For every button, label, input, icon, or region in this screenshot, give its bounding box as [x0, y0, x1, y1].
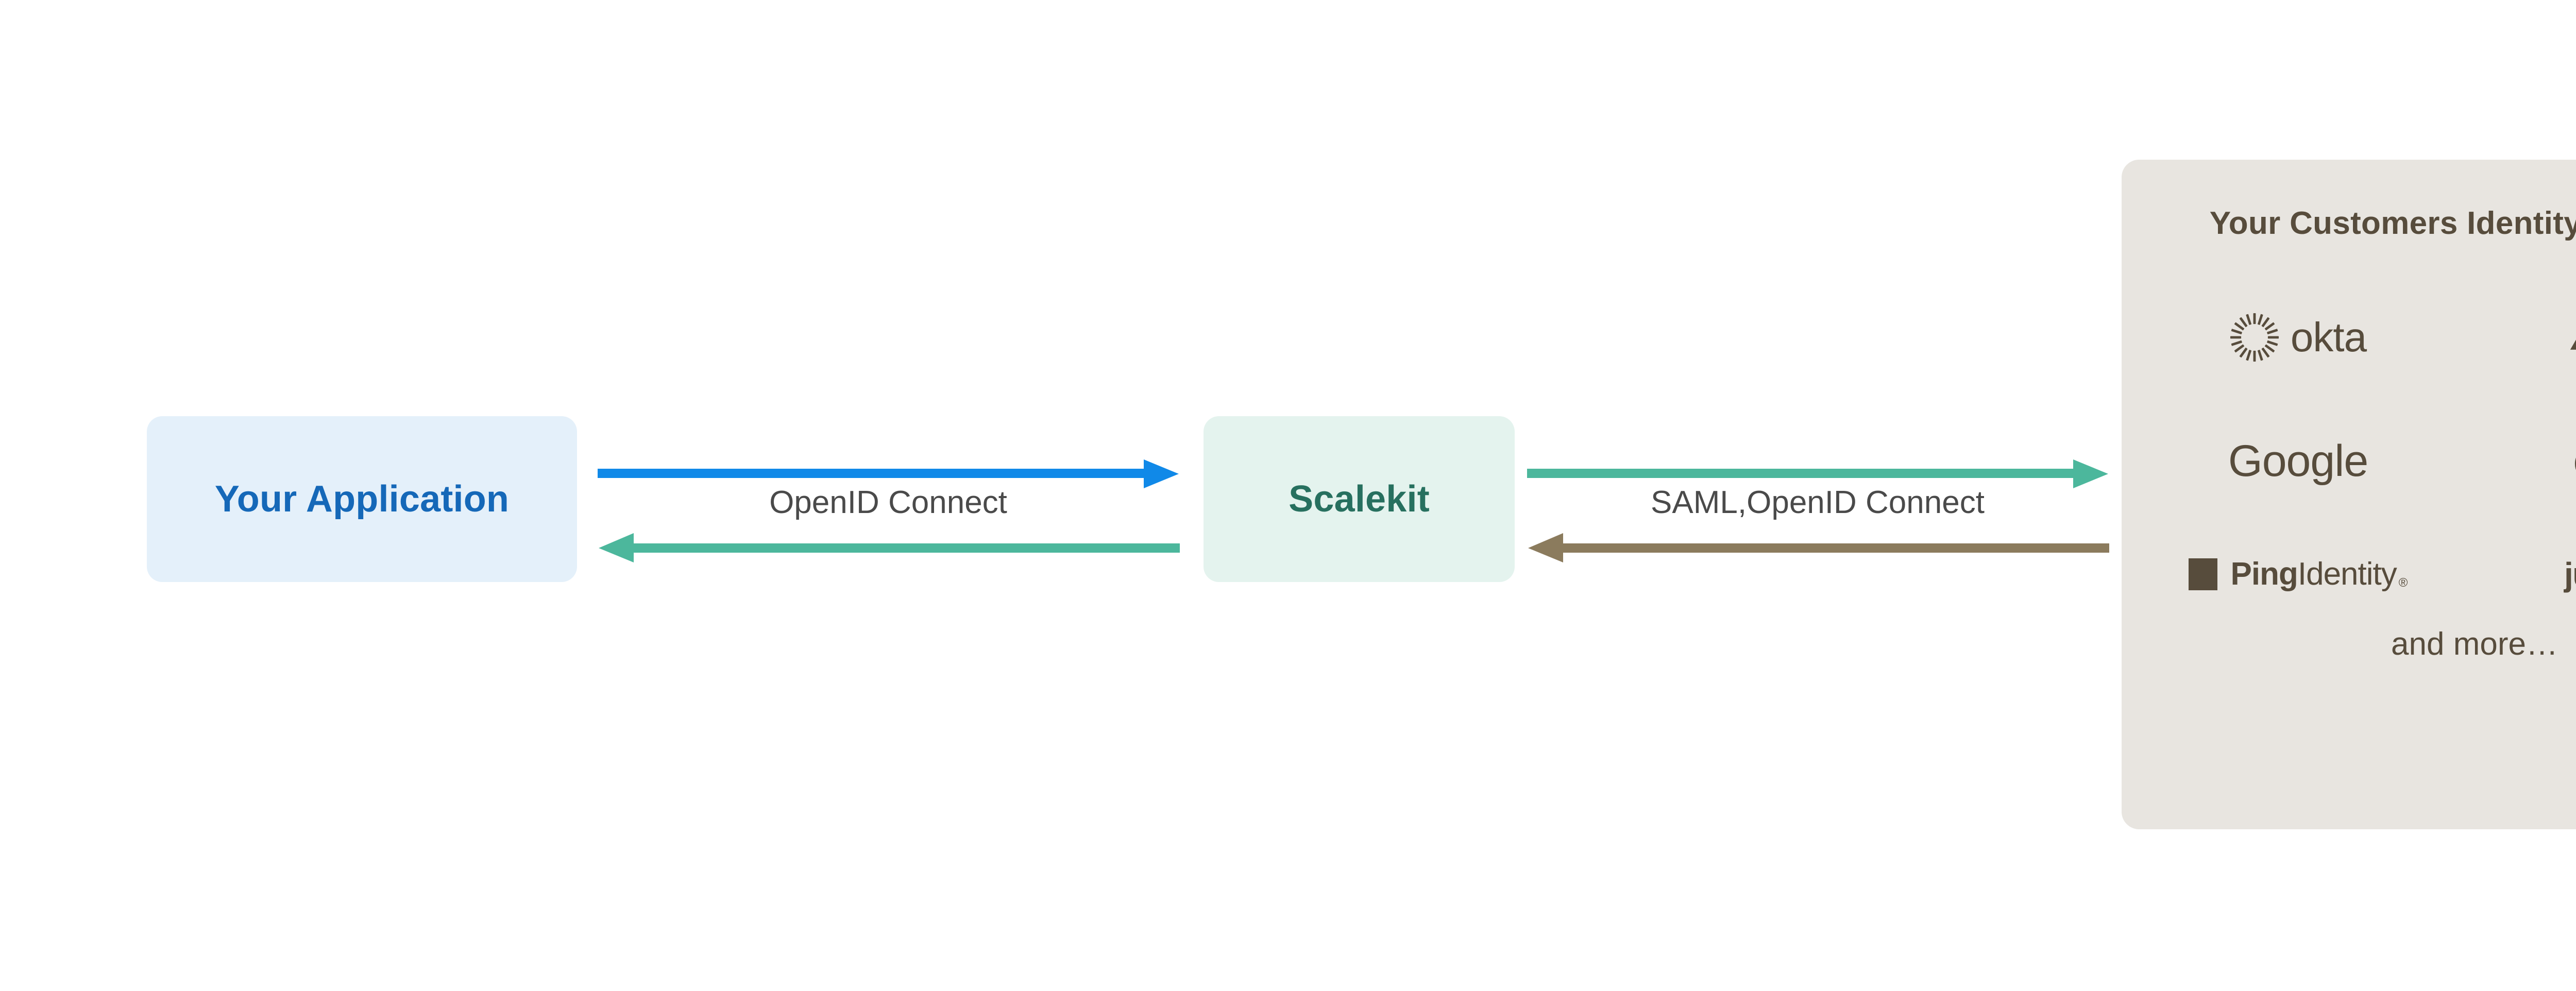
jumpcloud-wordmark-text: jumpcloud	[2564, 556, 2576, 593]
jumpcloud-wordmark: jumpcloud™	[2564, 558, 2576, 591]
flow-label-saml-openid-connect: SAML,OpenID Connect	[1651, 485, 1985, 520]
provider-ping-identity[interactable]: PingIdentity®	[2188, 558, 2408, 590]
provider-azure[interactable]: Azure	[2569, 314, 2576, 361]
provider-jumpcloud[interactable]: jumpcloud™	[2564, 558, 2576, 591]
node-scalekit-label: Scalekit	[1289, 479, 1430, 520]
identity-providers-grid: okta Azure Google onelogin	[2122, 276, 2576, 662]
onelogin-wordmark: onelogin	[2573, 440, 2576, 482]
arrow-saml-openid-inbound	[1528, 533, 2109, 562]
identity-providers-title: Your Customers Identity Providers	[2209, 206, 2576, 241]
okta-wordmark: okta	[2290, 314, 2367, 360]
arrow-openid-connect-inbound	[599, 533, 1180, 562]
flow-arrows-scalekit-identity-providers	[1527, 459, 2109, 562]
azure-triangle-icon	[2570, 339, 2576, 350]
identity-providers-panel: Your Customers Identity Providers	[2122, 160, 2576, 829]
arrow-saml-openid-outbound	[1527, 459, 2108, 488]
ping-identity-registered-mark: ®	[2398, 576, 2408, 590]
google-wordmark: Google	[2228, 436, 2368, 486]
okta-sunburst-icon	[2230, 313, 2279, 362]
ping-identity-wordmark-bold: Ping	[2230, 556, 2298, 592]
ping-square-icon	[2188, 558, 2217, 590]
provider-onelogin[interactable]: onelogin	[2573, 440, 2576, 482]
node-your-application[interactable]: Your Application	[147, 416, 577, 582]
node-scalekit[interactable]: Scalekit	[1204, 416, 1515, 582]
flow-arrows-application-scalekit	[598, 459, 1180, 562]
arrow-openid-connect-outbound	[598, 459, 1179, 488]
node-your-application-label: Your Application	[214, 479, 510, 520]
flow-label-openid-connect: OpenID Connect	[769, 485, 1007, 520]
ping-identity-wordmark: PingIdentity®	[2231, 558, 2408, 590]
ping-identity-wordmark-light: Identity	[2297, 556, 2397, 592]
provider-okta[interactable]: okta	[2230, 313, 2367, 362]
provider-google[interactable]: Google	[2228, 439, 2368, 483]
identity-providers-footer: and more…	[2391, 626, 2558, 662]
